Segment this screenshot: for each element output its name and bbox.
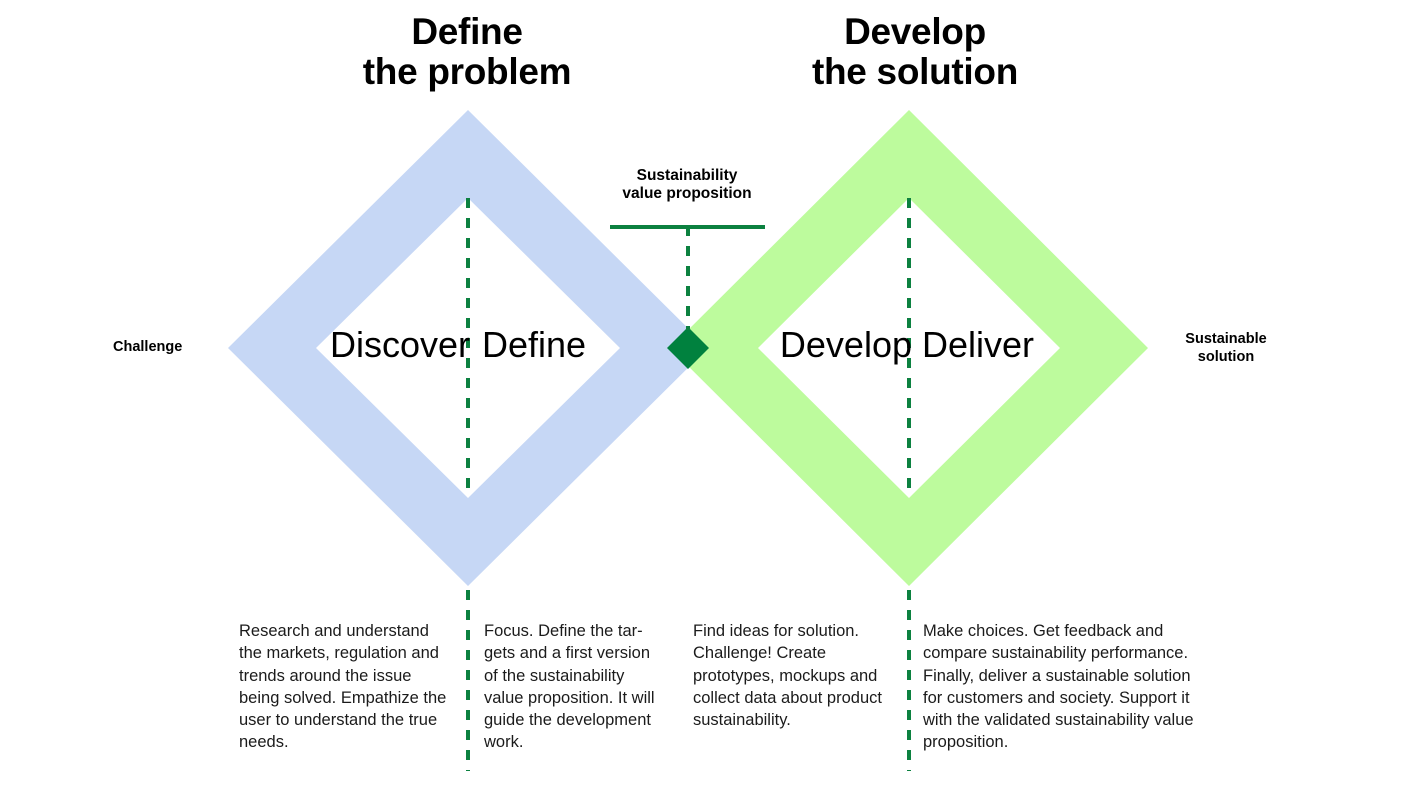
sustainability-value-proposition-marker — [667, 327, 709, 369]
heading-define-the-problem: Define the problem — [362, 11, 572, 92]
sustainability-value-proposition-label: Sustainability value proposition — [622, 167, 752, 203]
label-sustainable-solution: Sustainable solution — [1185, 331, 1267, 365]
sustainability-value-proposition-bar — [610, 225, 765, 229]
description-define: Focus. Define the tar-gets and a first v… — [484, 622, 655, 752]
description-discover: Research and understand the markets, reg… — [239, 622, 447, 752]
phase-word-define: Define — [482, 324, 587, 365]
description-develop: Find ideas for solution. Challenge! Crea… — [693, 622, 882, 730]
description-deliver: Make choices. Get feedback and compare s… — [923, 622, 1194, 752]
diamond-left-ring — [228, 110, 708, 586]
phase-word-discover: Discover — [330, 324, 471, 365]
phase-word-develop: Develop — [779, 324, 912, 365]
diamond-right-ring — [670, 110, 1148, 586]
heading-develop-the-solution: Develop the solution — [811, 11, 1019, 92]
label-challenge: Challenge — [113, 339, 183, 355]
phase-word-deliver: Deliver — [922, 324, 1035, 365]
